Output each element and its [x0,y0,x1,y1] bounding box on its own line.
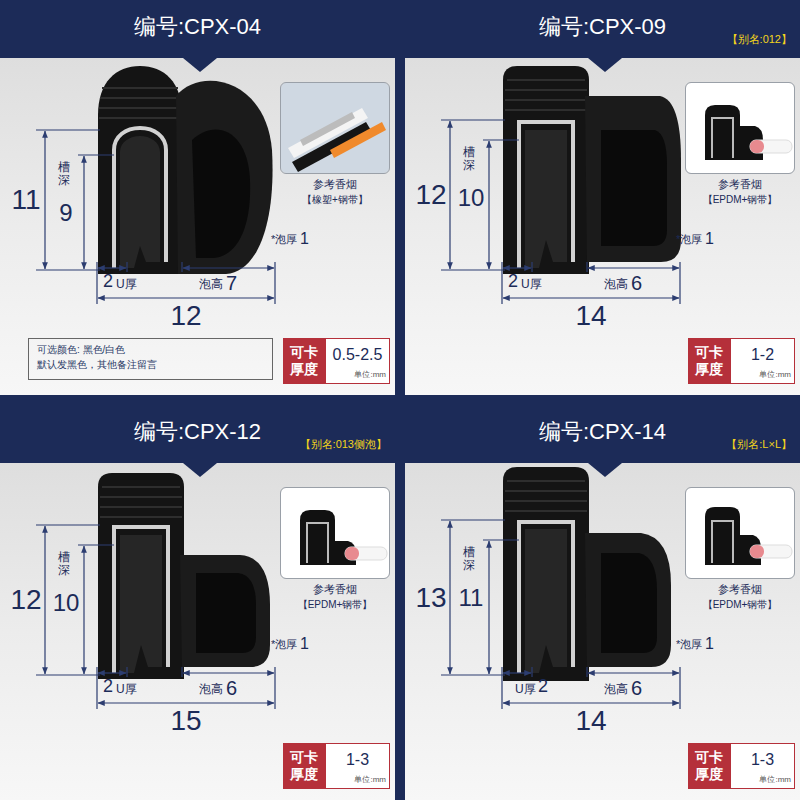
part-number: 编号:CPX-09 [539,14,666,40]
dimension-caption: *泡厚 [271,233,297,246]
dimension-number: 12 [10,583,41,617]
dimension-caption: 槽深 [58,551,70,577]
note-text: 可选颜色: 黑色/白色 [37,344,125,356]
part-number: 编号:CPX-14 [539,419,666,445]
thickness-caption: 可卡 厚度 [289,749,319,783]
dimension-caption: 泡高 [604,682,628,696]
dimension-number: 2 [103,271,113,293]
dimension-caption: 槽深 [463,146,475,172]
thickness-value: 0.5-2.5 [333,345,383,364]
dimension-number: 2 [508,271,518,293]
inset-box: 参考香烟【EPDM+钢带】 [685,487,795,579]
dimension-number: 11 [11,183,40,217]
note-text: 默认发黑色，其他备注留言 [37,359,157,371]
unit-note: 单位:mm [354,370,386,380]
header-box: 编号:CPX-12 【别名:013侧泡】 [0,405,395,463]
dimension-caption: U厚 [515,682,536,696]
value-box: 1-2 单位:mm [730,338,795,384]
dimension-number: 6 [631,676,642,700]
dimension-caption: U厚 [521,277,542,291]
dimension-number: 1 [300,229,309,248]
unit-note: 单位:mm [759,370,791,380]
dimension-number: 1 [705,634,714,653]
red-box: 可卡 厚度 [283,338,325,384]
dimension-caption: 泡高 [604,277,628,291]
dimension-number: 11 [459,584,484,613]
thickness-value: 1-2 [751,345,774,364]
dimension-number: 10 [458,184,485,213]
dimension-caption: 泡高 [199,682,223,696]
dimension-number: 9 [59,199,72,228]
dimension-number: 2 [103,676,113,698]
header-box: 编号:CPX-04 [0,0,395,58]
dimension-caption: *泡厚 [271,638,297,651]
inset-box: 参考香烟【EPDM+钢带】 [280,487,390,579]
dimension-number: 6 [226,676,237,700]
red-box: 可卡 厚度 [283,743,325,789]
dimension-caption: U厚 [116,682,137,696]
part-number: 编号:CPX-12 [134,419,261,445]
inset-caption: 【EPDM+钢带】 [703,194,778,206]
value-box: 0.5-2.5 单位:mm [325,338,390,384]
dimension-caption: 槽深 [58,161,70,187]
value-box: 1-3 单位:mm [730,743,795,789]
red-box: 可卡 厚度 [688,743,730,789]
inset-box: 参考香烟【橡塑+钢带】 [280,82,390,174]
dimension-caption: 泡高 [199,277,223,291]
red-box: 可卡 厚度 [688,338,730,384]
inset-box: 参考香烟【EPDM+钢带】 [685,82,795,174]
dimension-number: 10 [53,589,80,618]
dimension-number: 12 [170,299,201,333]
dimension-caption: *泡厚 [676,233,702,246]
dimension-number: 1 [705,229,714,248]
unit-note: 单位:mm [354,775,386,785]
dimension-number: 12 [415,178,446,212]
note-box: 可选颜色: 黑色/白色默认发黑色，其他备注留言 [28,338,273,380]
inset-caption: 参考香烟 [313,178,357,191]
value-box: 1-3 单位:mm [325,743,390,789]
alias-tag: 【别名:012】 [727,33,792,46]
inset-caption: 【橡塑+钢带】 [302,194,368,206]
thickness-caption: 可卡 厚度 [694,344,724,378]
dimension-number: 13 [415,581,446,615]
dimension-number: 1 [300,634,309,653]
dimension-number: 2 [538,676,548,698]
dimension-caption: *泡厚 [676,638,702,651]
dimension-caption: U厚 [116,277,137,291]
part-number: 编号:CPX-04 [134,14,261,40]
inset-caption: 参考香烟 [313,583,357,596]
alias-tag: 【别名:013侧泡】 [300,438,387,451]
inset-caption: 【EPDM+钢带】 [703,599,778,611]
inset-caption: 【EPDM+钢带】 [298,599,373,611]
dimension-number: 14 [575,704,606,738]
dimension-number: 15 [170,704,201,738]
thickness-caption: 可卡 厚度 [694,749,724,783]
alias-tag: 【别名:L×L】 [726,438,792,451]
dimension-number: 7 [226,271,237,295]
inset-caption: 参考香烟 [718,583,762,596]
thickness-caption: 可卡 厚度 [289,344,319,378]
thickness-value: 1-3 [751,750,774,769]
header-box: 编号:CPX-09 【别名:012】 [405,0,800,58]
thickness-value: 1-3 [346,750,369,769]
header-box: 编号:CPX-14 【别名:L×L】 [405,405,800,463]
inset-caption: 参考香烟 [718,178,762,191]
dimension-number: 14 [575,299,606,333]
dimension-caption: 槽深 [463,546,475,572]
unit-note: 单位:mm [759,775,791,785]
dimension-number: 6 [631,271,642,295]
